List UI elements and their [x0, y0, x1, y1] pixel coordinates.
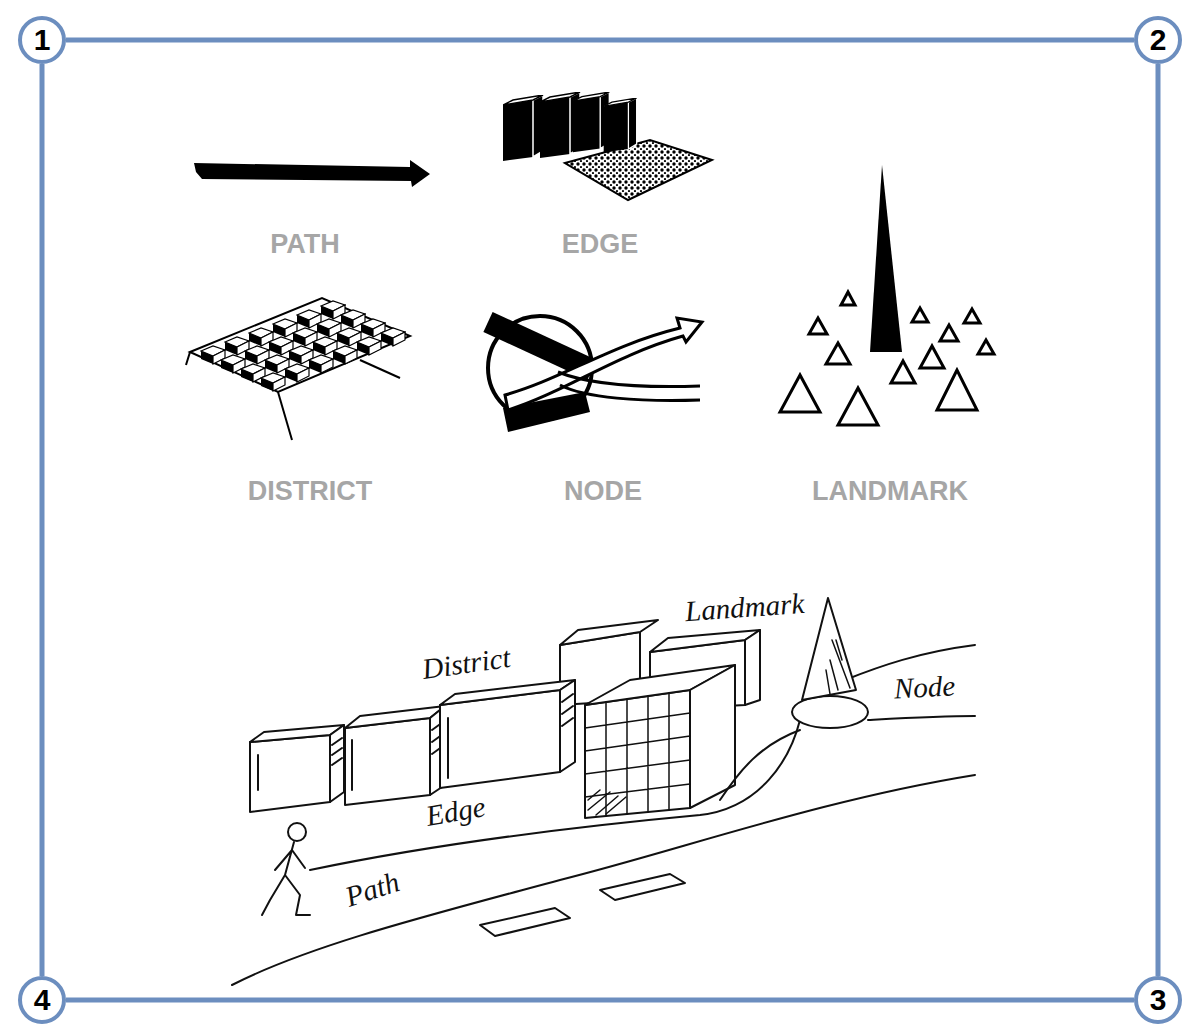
- element-caption: NODE: [564, 476, 642, 507]
- callout-circle: 1: [18, 16, 66, 64]
- frame-line: [66, 38, 1134, 43]
- sketch-label: Landmark: [684, 587, 805, 629]
- sketch-label: District: [420, 641, 512, 686]
- callout-number: 1: [34, 25, 51, 55]
- element-caption: EDGE: [562, 229, 639, 260]
- element-caption: LANDMARK: [812, 476, 968, 507]
- callout-number: 2: [1150, 25, 1167, 55]
- city-sketch: [232, 598, 975, 985]
- callout-number: 4: [34, 985, 51, 1015]
- path-icon: [194, 160, 430, 187]
- node-icon: [488, 316, 702, 432]
- element-caption: DISTRICT: [248, 476, 373, 507]
- callout-circle: 2: [1134, 16, 1182, 64]
- element-caption: PATH: [270, 229, 340, 260]
- edge-icon: [503, 92, 712, 200]
- sketch-label: Path: [341, 866, 403, 915]
- frame-line: [66, 998, 1134, 1003]
- sketch-label: Edge: [424, 790, 488, 833]
- frame-line: [40, 64, 45, 976]
- callout-circle: 4: [18, 976, 66, 1024]
- callout-circle: 3: [1134, 976, 1182, 1024]
- sketch-label: Node: [894, 670, 957, 707]
- landmark-icon: [780, 165, 994, 425]
- callout-number: 3: [1150, 985, 1167, 1015]
- district-icon: [186, 298, 410, 440]
- frame-line: [1156, 64, 1161, 976]
